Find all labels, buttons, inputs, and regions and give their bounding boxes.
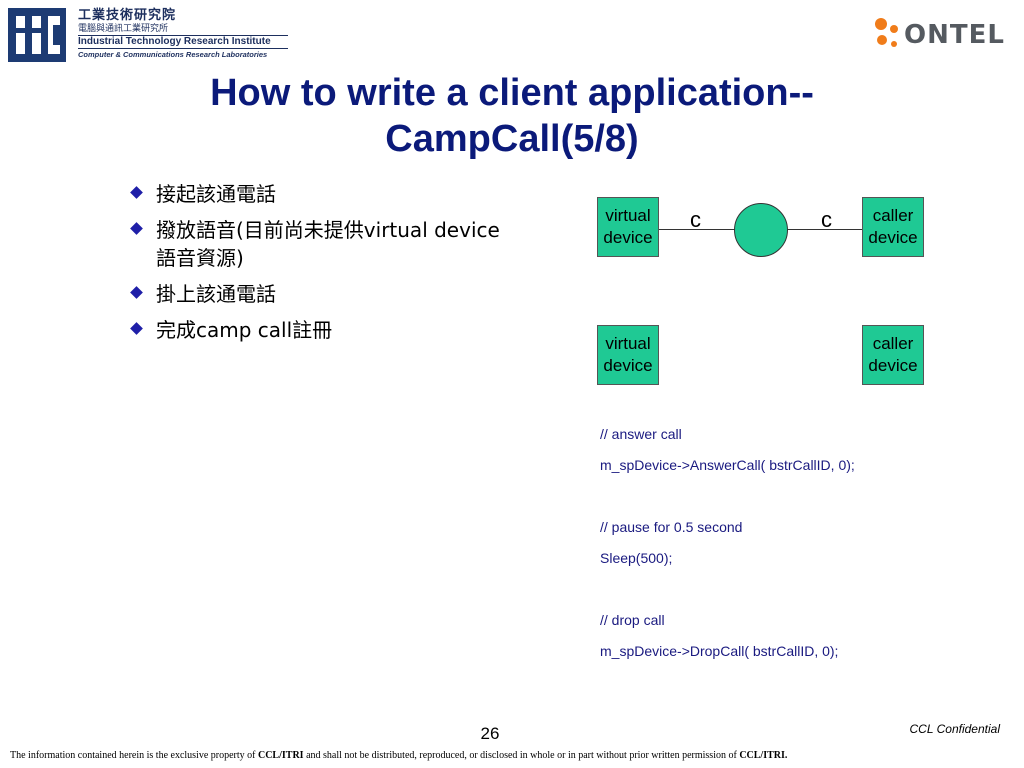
bullet-text: 完成camp call註冊	[156, 318, 333, 342]
ontel-dots-icon	[875, 18, 898, 47]
box-label-line2: device	[868, 356, 918, 375]
code-line	[600, 577, 1000, 608]
code-line	[600, 484, 1000, 515]
bullet-item: 接起該通電話	[130, 180, 510, 208]
caller-device-box-bottom: caller device	[862, 325, 924, 385]
confidential-label: CCL Confidential	[909, 722, 1001, 736]
code-snippet: // answer call m_spDevice->AnswerCall( b…	[600, 422, 1000, 670]
bullet-item: 掛上該通電話	[130, 280, 510, 308]
bullet-item: 完成camp call註冊	[130, 316, 510, 344]
box-label-line2: device	[868, 228, 918, 247]
disclaimer-text: and shall not be distributed, reproduced…	[303, 750, 740, 761]
itri-division-en: Computer & Communications Research Labor…	[78, 50, 268, 59]
box-label-line2: device	[603, 356, 653, 375]
bullet-list: 接起該通電話 撥放語音(目前尚未提供virtual device語音資源) 掛上…	[130, 180, 510, 352]
connection-label-right: c	[821, 207, 832, 232]
bullet-item: 撥放語音(目前尚未提供virtual device語音資源)	[130, 216, 510, 272]
box-label-line2: device	[603, 228, 653, 247]
code-line: m_spDevice->AnswerCall( bstrCallID, 0);	[600, 457, 855, 473]
bullet-text: 撥放語音(目前尚未提供virtual device語音資源)	[156, 218, 500, 270]
connection-label-left: c	[690, 207, 701, 232]
code-line: // pause for 0.5 second	[600, 519, 743, 535]
box-label-line1: caller	[872, 206, 914, 225]
code-line: // answer call	[600, 426, 682, 442]
box-label-line1: caller	[872, 334, 914, 353]
code-line: // drop call	[600, 612, 665, 628]
box-label-line1: virtual	[605, 334, 651, 353]
disclaimer-owner: CCL/ITRI.	[739, 750, 788, 761]
caller-device-box-top: caller device	[862, 197, 924, 257]
disclaimer-text: The information contained herein is the …	[10, 750, 258, 761]
box-label-line1: virtual	[605, 206, 651, 225]
itri-wordmark: 工業技術研究院 電腦與通訊工業研究所 Industrial Technology…	[78, 8, 288, 60]
itri-name-en: Industrial Technology Research Institute	[78, 35, 288, 49]
bullet-text: 接起該通電話	[156, 182, 276, 206]
code-line: m_spDevice->DropCall( bstrCallID, 0);	[600, 643, 839, 659]
footer-disclaimer: The information contained herein is the …	[10, 750, 1020, 761]
slide-title: How to write a client application--CampC…	[210, 72, 814, 160]
page-number: 26	[480, 724, 500, 743]
code-line: Sleep(500);	[600, 550, 673, 566]
call-circle	[734, 203, 788, 257]
virtual-device-box-top: virtual device	[597, 197, 659, 257]
itri-name-zh: 工業技術研究院	[78, 8, 177, 23]
itri-logo-icon	[8, 8, 66, 62]
ontel-logo: ONTEL	[872, 16, 1012, 52]
virtual-device-box-bottom: virtual device	[597, 325, 659, 385]
bullet-text: 掛上該通電話	[156, 282, 276, 306]
disclaimer-owner: CCL/ITRI	[257, 750, 304, 761]
ontel-logo-text: ONTEL	[904, 20, 1005, 50]
itri-division-zh: 電腦與通訊工業研究所	[78, 24, 169, 34]
